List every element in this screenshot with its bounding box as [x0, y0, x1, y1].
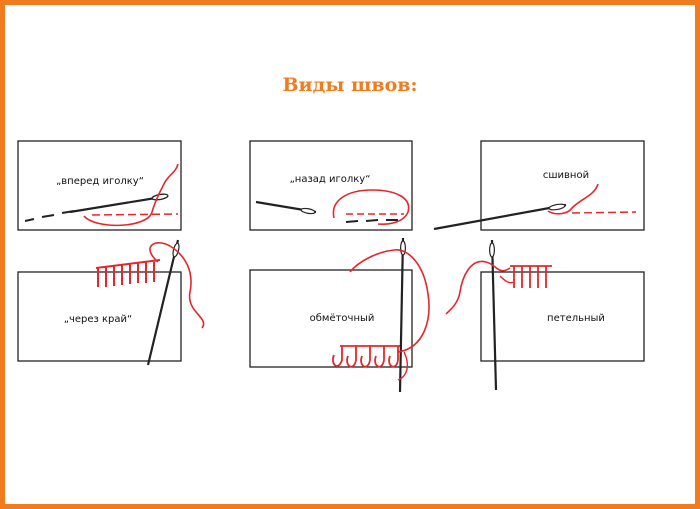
stitch-label: „вперед иголку“ — [56, 176, 144, 187]
needle-icon — [69, 193, 169, 214]
fabric-piece — [249, 140, 413, 231]
fabric-piece — [480, 140, 645, 231]
stitch-label: сшивной — [543, 170, 589, 181]
stitch-panel-overcast: обмёточный — [249, 237, 430, 393]
thread — [149, 242, 205, 329]
stitch-line — [510, 265, 552, 288]
fabric-piece — [480, 271, 645, 362]
stitch-panel-buttonhole: петельный — [445, 239, 645, 391]
stitch-line — [95, 259, 161, 287]
thread — [332, 189, 410, 225]
stitch-label: „через край“ — [64, 314, 132, 325]
fabric-piece — [17, 271, 182, 362]
stitch-panel-backstitch: „назад иголку“ — [249, 140, 413, 231]
thread — [445, 260, 511, 315]
needle-icon — [398, 237, 407, 393]
stitch-label: петельный — [547, 313, 605, 324]
stitch-line — [345, 219, 398, 223]
thread — [547, 183, 599, 215]
thread — [499, 275, 515, 284]
stitch-panel-forward: „вперед иголку“ — [17, 140, 182, 231]
page-title: Виды швов: — [282, 74, 418, 96]
thread — [83, 163, 179, 227]
stitch-line — [332, 345, 400, 368]
fabric-piece — [249, 269, 413, 368]
needle-icon — [433, 203, 567, 231]
stitch-panel-overedge: „через край“ — [17, 239, 205, 366]
stitch-label: „назад иголку“ — [290, 174, 371, 185]
thread-dashed — [91, 213, 179, 216]
stitch-label: обмёточный — [310, 313, 375, 324]
thread — [349, 249, 430, 353]
stitch-panel-joining: сшивной — [433, 140, 645, 231]
thread — [397, 351, 409, 381]
needle-icon — [255, 200, 317, 215]
thread-dashed — [571, 211, 637, 214]
